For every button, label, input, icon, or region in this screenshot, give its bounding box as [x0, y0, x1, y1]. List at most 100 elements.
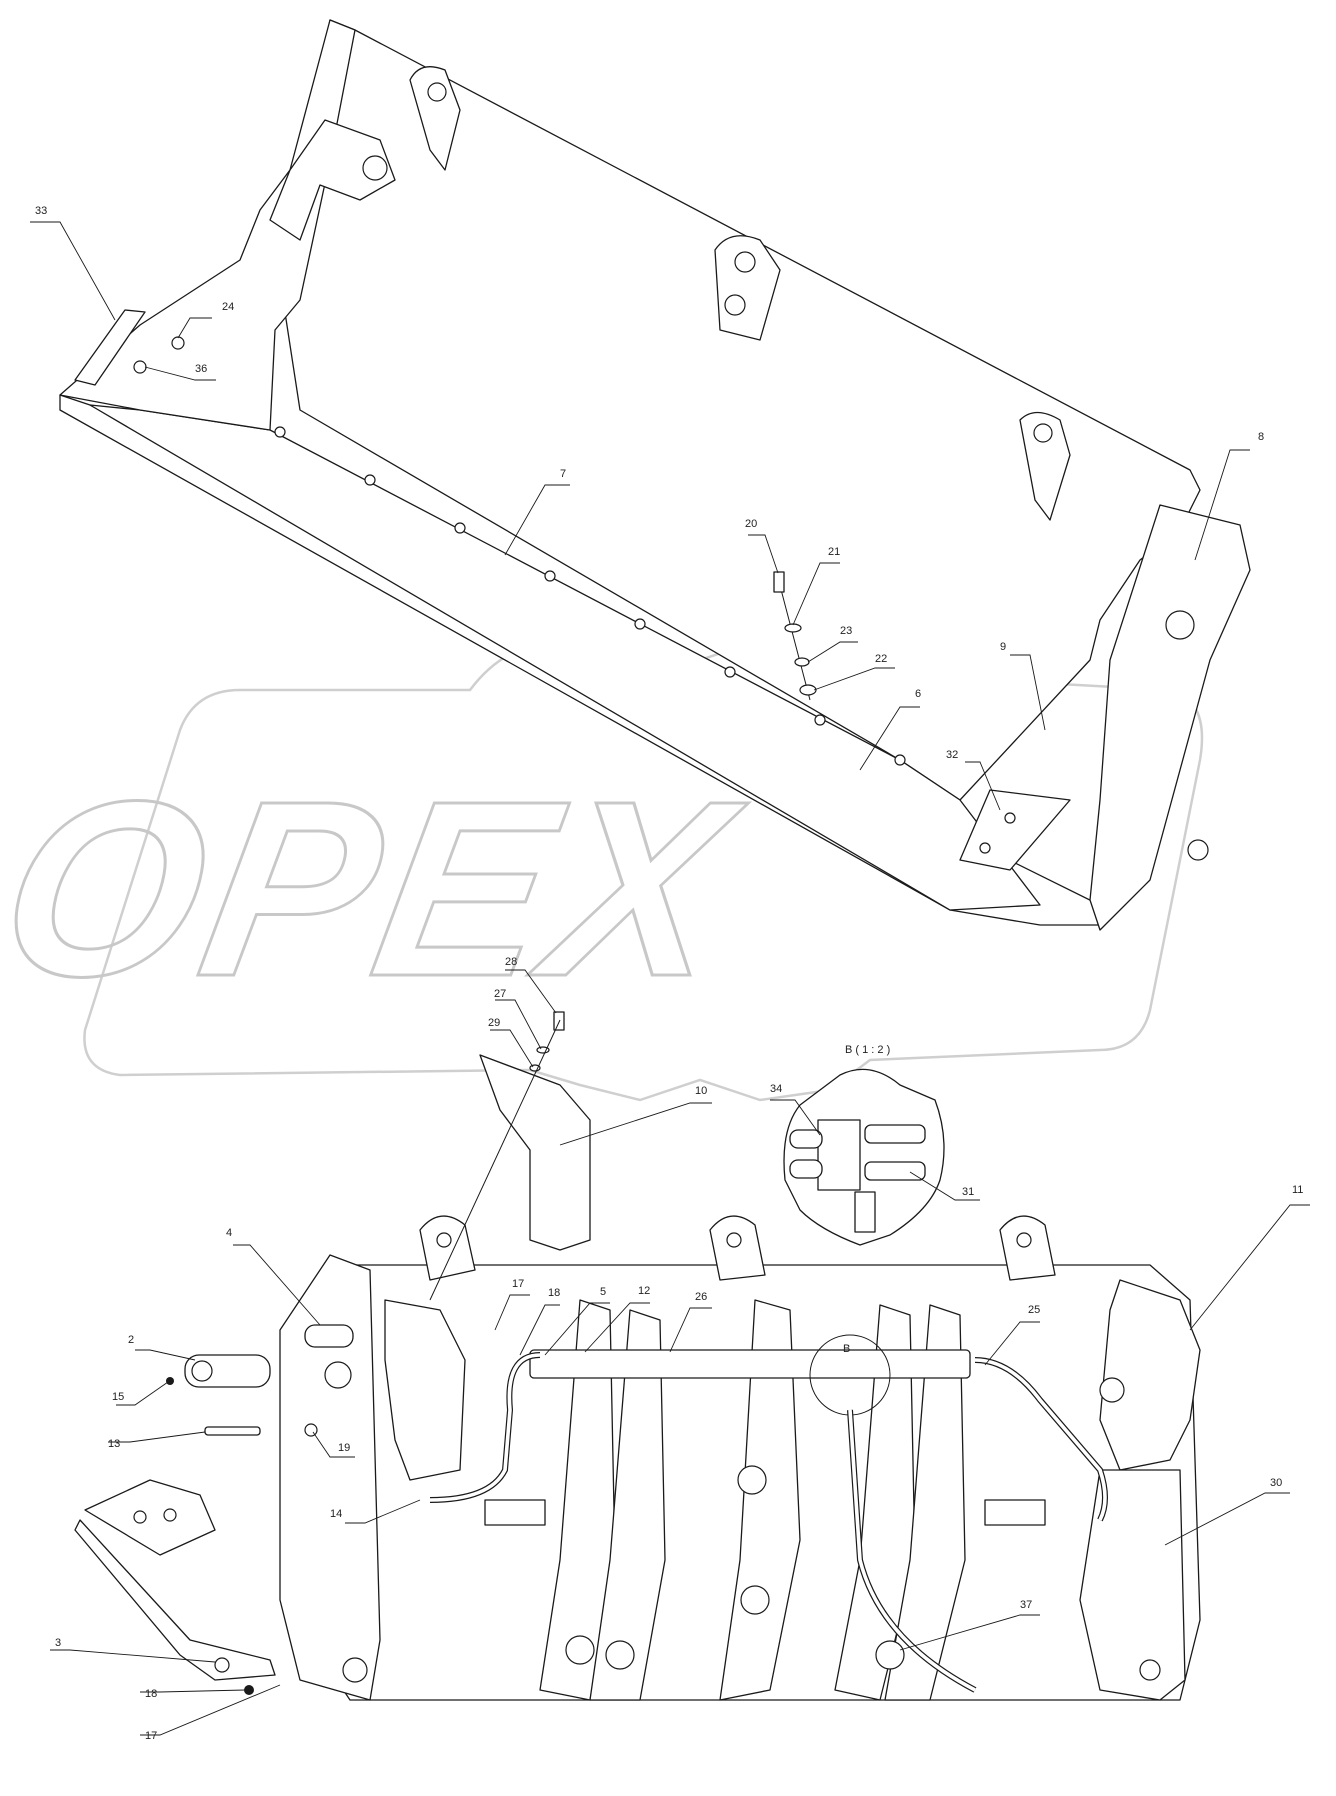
callout-14: 14	[330, 1508, 342, 1520]
leader-24	[177, 317, 212, 339]
right-cylinder-cover	[1099, 1279, 1201, 1471]
rear-hitch-ear-right-hole	[1016, 1232, 1032, 1248]
brace-3-pin	[214, 1657, 230, 1673]
leader-2	[135, 1349, 196, 1361]
callout-22: 22	[875, 653, 887, 665]
blade-bolt	[454, 522, 466, 534]
pin-4	[304, 1324, 354, 1348]
leader-5	[544, 1302, 610, 1356]
leader-29	[490, 1029, 534, 1068]
callout-18-lower: 18	[145, 1688, 157, 1700]
bolt-13	[204, 1426, 261, 1436]
callout-7: 7	[560, 468, 566, 480]
hydraulic-hose-37-inner	[848, 1409, 976, 1692]
leader-13	[108, 1431, 206, 1443]
leader-37	[899, 1614, 1040, 1651]
loose-wear-plate	[84, 1479, 216, 1556]
bolt-stack-axis	[777, 577, 811, 701]
blade-bolt	[634, 618, 646, 630]
blade-bolt	[894, 754, 906, 766]
rib-5	[884, 1304, 966, 1701]
leader-33	[30, 221, 116, 321]
callout-17-lower: 17	[145, 1730, 157, 1742]
right-lower-pin	[1187, 839, 1209, 861]
hitch-ear-left-hole	[427, 82, 447, 102]
leader-4	[233, 1244, 321, 1326]
leader-31	[909, 1171, 980, 1201]
callout-8: 8	[1258, 431, 1264, 443]
pin-2-head	[191, 1360, 213, 1382]
leader-11	[1189, 1204, 1310, 1331]
nut-15	[166, 1377, 174, 1385]
hydraulic-hose-right-inner	[974, 1358, 1107, 1521]
hitch-ear-center-hole-2	[724, 294, 746, 316]
leader-15	[116, 1381, 169, 1406]
callout-15: 15	[112, 1391, 124, 1403]
callout-21: 21	[828, 546, 840, 558]
bottom-slot	[984, 1499, 1046, 1526]
callout-2: 2	[128, 1334, 134, 1346]
callout-leaders	[30, 221, 1310, 1736]
blade-bolt-row	[274, 426, 906, 766]
blade-bolt	[724, 666, 736, 678]
rear-hitch-ear-center-hole	[726, 1232, 742, 1248]
hydraulic-hose-left-inner	[429, 1353, 541, 1502]
leader-25	[984, 1321, 1040, 1366]
grease-fitting-lower	[133, 360, 147, 374]
blade-bolt	[364, 474, 376, 486]
detail-fitting-left-1	[789, 1129, 823, 1149]
callout-32: 32	[946, 749, 958, 761]
leader-36	[144, 366, 216, 381]
rib-2	[589, 1309, 666, 1701]
callout-25: 25	[1028, 1304, 1040, 1316]
rear-left-pivot	[324, 1361, 352, 1389]
hitch-ear-left	[409, 66, 461, 171]
detail-valve-block	[817, 1119, 861, 1191]
left-cylinder-pin	[362, 155, 388, 181]
leader-14	[345, 1499, 421, 1524]
rear-hitch-ear-left	[419, 1215, 476, 1281]
leader-7	[504, 484, 570, 556]
bucket-back-plate	[279, 19, 1201, 801]
cylinder-cover	[479, 1054, 591, 1251]
rear-left-side-plate	[279, 1254, 381, 1701]
blade-bolt	[814, 714, 826, 726]
callout-29: 29	[488, 1017, 500, 1029]
detail-fitting-right-2	[864, 1161, 926, 1181]
rib-boss-3	[740, 1585, 770, 1615]
callout-31: 31	[962, 1186, 974, 1198]
leader-10	[559, 1102, 712, 1146]
loose-wear-plate-hole-1	[133, 1510, 147, 1524]
hitch-ear-center-hole-1	[734, 251, 756, 273]
washer-21	[784, 623, 802, 633]
bucket-rear-view: B	[74, 1011, 1201, 1701]
detail-b-marker-label: B	[843, 1343, 850, 1355]
leader-9	[1010, 654, 1046, 731]
leader-8	[1194, 449, 1250, 561]
leader-12	[584, 1302, 650, 1353]
right-pivot-pin	[1165, 610, 1195, 640]
nut-22	[799, 684, 817, 696]
left-wear-pad	[74, 309, 146, 386]
left-cylinder-mount	[269, 119, 396, 241]
rib-boss-4	[875, 1640, 905, 1670]
rear-hitch-ear-center	[709, 1215, 766, 1281]
washer-27	[536, 1046, 550, 1054]
bottom-slot	[484, 1499, 546, 1526]
leader-17a	[494, 1294, 530, 1331]
leader-22	[813, 667, 895, 691]
blade-bolt	[544, 570, 556, 582]
right-wear-pad-hole-2	[979, 842, 991, 854]
leader-26	[669, 1307, 712, 1353]
detail-fitting-right-1	[864, 1124, 926, 1144]
callout-18-upper: 18	[548, 1287, 560, 1299]
callout-labels: 33 24 36 7 20 21 23 22 6 8 9 32 28 27 29…	[35, 205, 1303, 1742]
bucket-top-view	[59, 19, 1251, 931]
rear-left-bolt-19	[304, 1423, 318, 1437]
hitch-ear-right	[1019, 411, 1071, 521]
leader-28	[505, 969, 557, 1014]
callout-3: 3	[55, 1637, 61, 1649]
hitch-ear-right-hole	[1033, 423, 1053, 443]
callout-24: 24	[222, 301, 234, 313]
